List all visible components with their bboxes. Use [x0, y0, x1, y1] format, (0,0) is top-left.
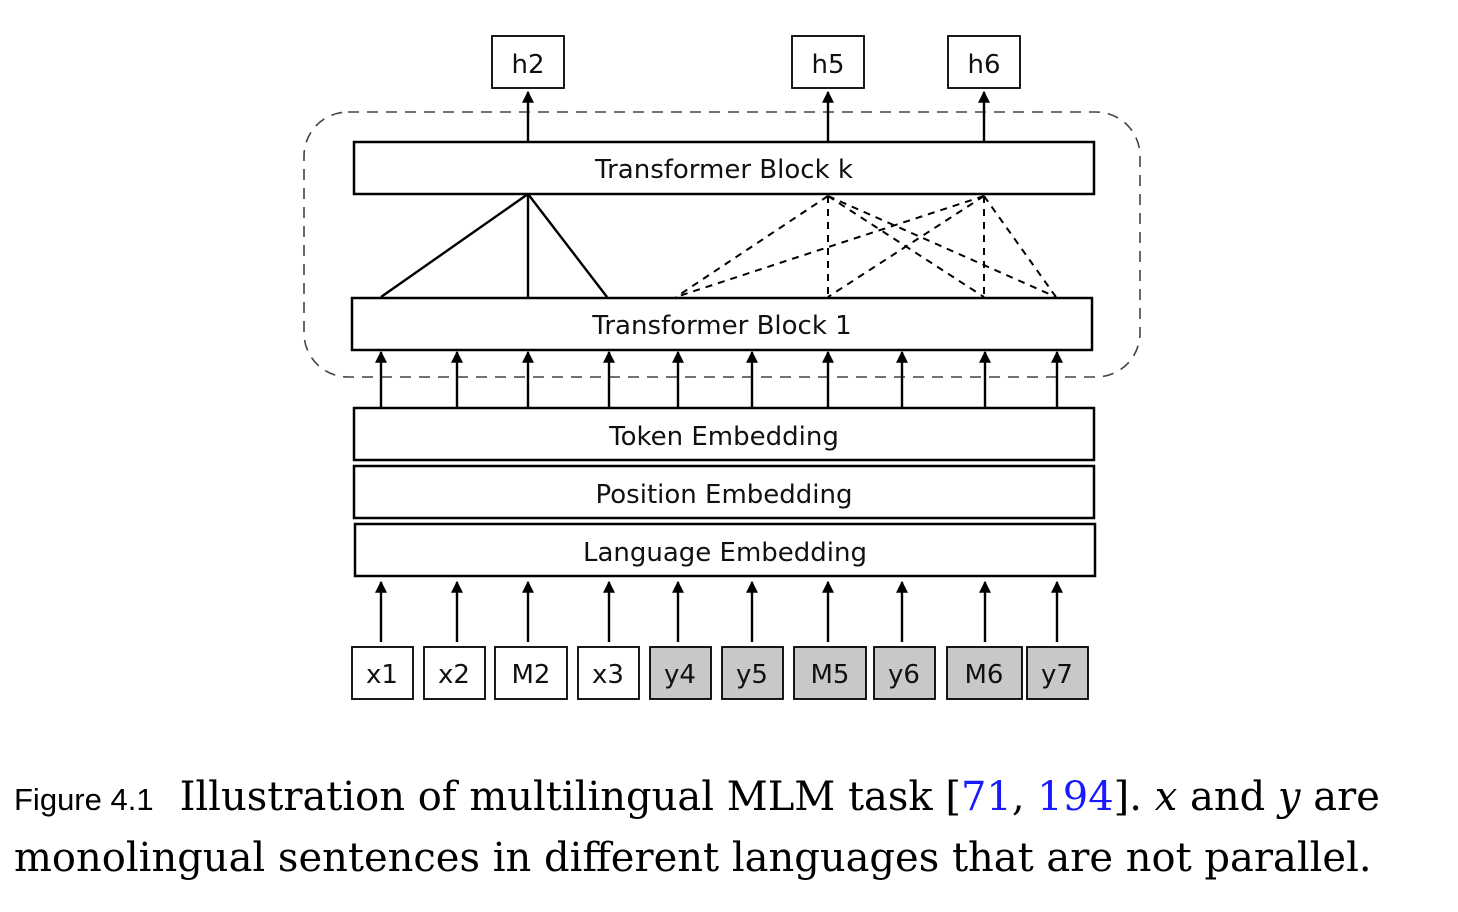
svg-text:y6: y6 [888, 660, 920, 690]
caption-and: and [1177, 774, 1278, 820]
svg-text:h6: h6 [967, 50, 1000, 80]
token-x3: x3 [577, 646, 640, 700]
token-y5: y5 [721, 646, 784, 700]
svg-text:Transformer Block 1: Transformer Block 1 [591, 311, 851, 341]
caption-text-start: Illustration of multilingual MLM task [ [179, 774, 961, 820]
caption-refs-close: ]. [1113, 774, 1155, 820]
svg-text:M2: M2 [512, 660, 551, 690]
svg-text:x3: x3 [592, 660, 624, 690]
language-embedding: Language Embedding [353, 522, 1097, 578]
output-h6: h6 [947, 35, 1021, 89]
variable-x: x [1154, 774, 1178, 820]
svg-text:h2: h2 [511, 50, 544, 80]
svg-text:x2: x2 [438, 660, 470, 690]
svg-text:y5: y5 [736, 660, 768, 690]
token-x1: x1 [351, 646, 414, 700]
output-h5: h5 [791, 35, 865, 89]
arrows-embedding-to-block1 [375, 350, 1063, 408]
figure-label: Figure 4.1 [14, 782, 154, 817]
transformer-block-k: Transformer Block k [352, 140, 1096, 196]
token-embedding: Token Embedding [352, 406, 1096, 462]
figure-caption: Figure 4.1 Illustration of multilingual M… [14, 768, 1444, 887]
citation-link-194[interactable]: 194 [1037, 774, 1114, 820]
svg-text:Token Embedding: Token Embedding [608, 422, 839, 452]
svg-text:Language Embedding: Language Embedding [583, 538, 867, 568]
token-m6: M6 [946, 646, 1023, 700]
svg-text:y7: y7 [1041, 660, 1073, 690]
variable-y: y [1277, 774, 1301, 820]
svg-text:M5: M5 [811, 660, 850, 690]
svg-text:M6: M6 [965, 660, 1004, 690]
position-embedding: Position Embedding [352, 464, 1096, 520]
attention-lines-y [675, 195, 1057, 298]
arrows-tokens-to-embedding [375, 580, 1063, 642]
token-y6: y6 [873, 646, 936, 700]
svg-text:x1: x1 [366, 660, 398, 690]
svg-text:Transformer Block k: Transformer Block k [594, 155, 853, 185]
svg-text:y4: y4 [664, 660, 696, 690]
caption-text-end: are monolingual sentences in different l… [14, 774, 1380, 881]
svg-text:h5: h5 [811, 50, 844, 80]
caption-separator: , [1011, 774, 1038, 820]
output-h2: h2 [491, 35, 565, 89]
mlm-diagram: h2 h5 h6 Transformer Block k Transformer… [303, 35, 1141, 700]
svg-text:Position Embedding: Position Embedding [596, 480, 853, 510]
token-m5: M5 [793, 646, 867, 700]
citation-link-71[interactable]: 71 [960, 774, 1012, 820]
token-y7: y7 [1026, 646, 1089, 700]
token-m2: M2 [494, 646, 568, 700]
transformer-block-1: Transformer Block 1 [350, 296, 1094, 352]
token-y4: y4 [649, 646, 712, 700]
token-x2: x2 [423, 646, 486, 700]
attention-lines-x [380, 193, 608, 298]
